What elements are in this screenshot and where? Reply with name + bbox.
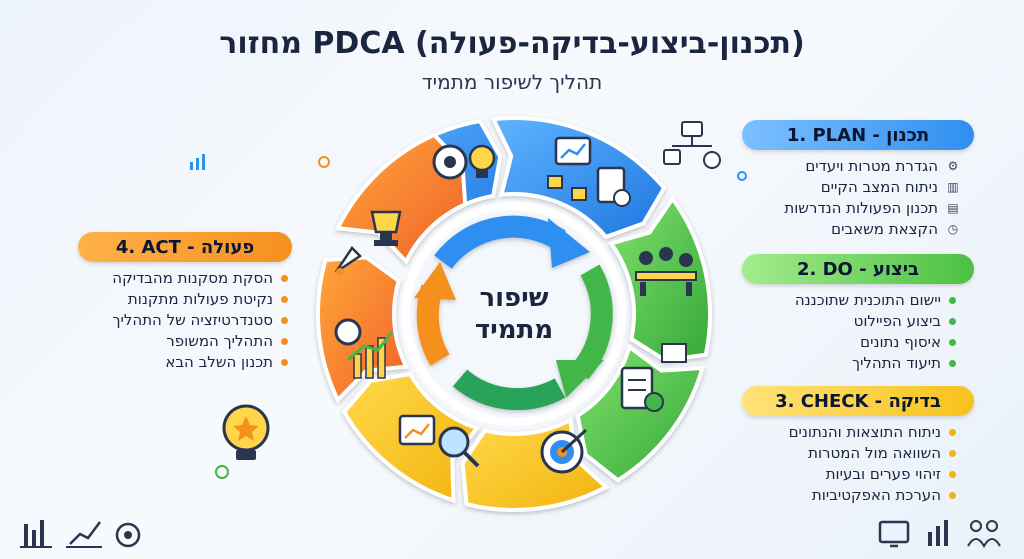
page-subtitle: תהליך לשיפור מתמיד (421, 70, 603, 94)
act-panel: 4. ACT - פעולה הסקת מסקנות מהבדיקה נקיטת… (78, 232, 292, 373)
document-icon: ▤ (947, 201, 959, 215)
bullet-dot (949, 450, 956, 457)
bullet-dot (949, 360, 956, 367)
chart-icon: ▥ (947, 180, 959, 194)
list-item: ◷הקצאת משאבים (831, 220, 959, 238)
center-disc-inner (410, 210, 618, 418)
bullet-dot (949, 492, 956, 499)
list-item: ביצוע הפיילוט (742, 311, 956, 332)
list-item: ▤תכנון הפעולות הנדרשות (784, 199, 959, 217)
bullet-dot (949, 339, 956, 346)
list-item: השוואה מול המטרות (742, 443, 956, 464)
gear-bulb-icon (432, 144, 496, 180)
plan-panel: 1. PLAN - תכנון ⚙הגדרת מטרות ויעדים ▥נית… (742, 120, 974, 240)
list-item: ⚙הגדרת מטרות ויעדים (805, 157, 959, 175)
target-icon (540, 428, 588, 474)
checklist-icon (620, 343, 687, 412)
center-circular-arrows-icon (414, 215, 613, 411)
check-banner: 3. CHECK - בדיקה (742, 386, 974, 416)
team-meeting-icon (635, 247, 697, 296)
mini-bar-icon (190, 154, 205, 170)
center-label-line1: שיפור (479, 283, 548, 313)
rocket-trophy-icon (334, 210, 402, 276)
list-item: תכנון השלב הבא (78, 352, 288, 373)
list-item: התהליך המשופר (78, 331, 288, 352)
bullet-dot (949, 429, 956, 436)
list-item: ניתוח התוצאות והנתונים (742, 422, 956, 443)
do-list: יישום התוכנית שתוכננה ביצוע הפיילוט איסו… (742, 290, 974, 374)
flowchart-icon (663, 121, 721, 169)
bullet-dot (281, 338, 288, 345)
center-label-line2: מתמיד (475, 315, 553, 345)
plan-documents-icon (547, 136, 631, 207)
footer-bar-chart-icon (928, 520, 948, 546)
list-item: סטנדרטיזציה של התהליך (78, 310, 288, 331)
plan-list: ⚙הגדרת מטרות ויעדים ▥ניתוח המצב הקיים ▤ת… (742, 156, 974, 240)
footer-chart-icon (20, 520, 52, 548)
footer-gear-icon (115, 522, 141, 548)
bullet-dot (281, 296, 288, 303)
list-item: הערכת האפקטיביות (742, 485, 956, 506)
bullet-dot (281, 359, 288, 366)
check-list: ניתוח התוצאות והנתונים השוואה מול המטרות… (742, 422, 974, 506)
segment-plan-b (490, 116, 667, 240)
check-panel: 3. CHECK - בדיקה ניתוח התוצאות והנתונים … (742, 386, 974, 506)
list-item: נקיטת פעולות מתקנות (78, 289, 288, 310)
footer-growth-icon (66, 521, 102, 548)
bullet-dot (949, 318, 956, 325)
bullet-dot (949, 297, 956, 304)
lightbulb-icon (222, 404, 270, 460)
gear-icon: ⚙ (947, 159, 959, 173)
footer-monitor-icon (878, 520, 910, 548)
act-banner: 4. ACT - פעולה (78, 232, 292, 262)
bullet-dot (949, 471, 956, 478)
analysis-magnifier-icon (398, 414, 480, 468)
decor-ring-blue (737, 171, 747, 181)
growth-chart-icon (334, 318, 394, 379)
decor-ring-green (215, 465, 229, 479)
list-item: ▥ניתוח המצב הקיים (820, 178, 959, 196)
plan-banner: 1. PLAN - תכנון (742, 120, 974, 150)
bullet-dot (281, 317, 288, 324)
list-item: הסקת מסקנות מהבדיקה (78, 268, 288, 289)
page-title: מחזור PDCA (תכנון-ביצוע-בדיקה-פעולה) (219, 26, 805, 61)
clock-icon: ◷ (947, 222, 959, 236)
act-list: הסקת מסקנות מהבדיקה נקיטת פעולות מתקנות … (78, 268, 292, 373)
bullet-dot (281, 275, 288, 282)
do-panel: 2. DO - ביצוע יישום התוכנית שתוכננה ביצו… (742, 254, 974, 374)
footer-people-icon (967, 520, 1001, 549)
do-banner: 2. DO - ביצוע (742, 254, 974, 284)
decor-ring-orange (318, 156, 330, 168)
list-item: תיעוד התהליך (742, 353, 956, 374)
list-item: זיהוי פערים ובעיות (742, 464, 956, 485)
list-item: יישום התוכנית שתוכננה (742, 290, 956, 311)
segment-do-b (575, 343, 706, 483)
list-item: איסוף נתונים (742, 332, 956, 353)
